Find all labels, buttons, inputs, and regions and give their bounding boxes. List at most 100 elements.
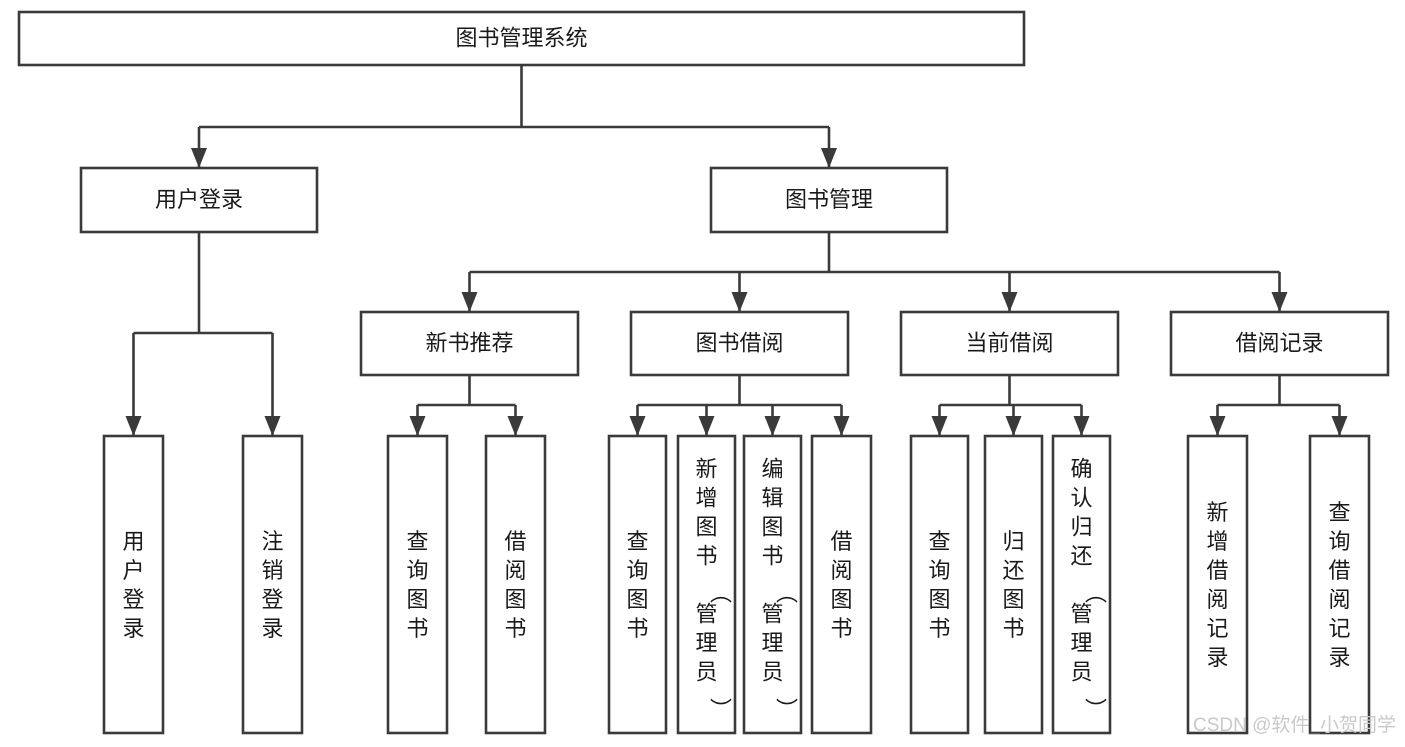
level2-node-1-rect[interactable] bbox=[709, 166, 949, 234]
root-node[interactable]: 图书管理系统 bbox=[17, 10, 1026, 67]
level2-node-0[interactable]: 用户登录 bbox=[79, 166, 319, 234]
leaf-node-1-char-3: 录 bbox=[261, 616, 283, 641]
level3-2-to-leaves-arrow-2 bbox=[1073, 416, 1090, 436]
level3-node-1[interactable]: 图书借阅 bbox=[629, 310, 850, 377]
leaf-node-10-char-7: 员 bbox=[1070, 660, 1092, 685]
leaf-node-10-char-6: 理 bbox=[1070, 631, 1092, 656]
leaf-node-2-char-0: 查 bbox=[406, 529, 428, 554]
leaf-node-3-char-0: 借 bbox=[504, 529, 526, 554]
book-mgmt-to-level3-arrow-2 bbox=[1001, 292, 1018, 312]
leaf-node-11-char-2: 借 bbox=[1206, 558, 1228, 583]
leaf-node-9-char-1: 还 bbox=[1002, 558, 1024, 583]
leaf-node-11-rect[interactable] bbox=[1186, 434, 1249, 735]
level3-1-to-leaves-arrow-1 bbox=[698, 416, 715, 436]
leaf-node-6-rect[interactable] bbox=[742, 434, 803, 735]
leaf-node-6-char-7: 员 bbox=[761, 660, 783, 685]
leaf-node-10-char-8: ） bbox=[1083, 698, 1108, 720]
leaf-node-12-char-0: 查 bbox=[1328, 500, 1350, 525]
leaf-node-9-char-3: 书 bbox=[1002, 616, 1024, 641]
leaf-node-0-char-1: 户 bbox=[122, 558, 144, 583]
leaf-node-9-rect[interactable] bbox=[983, 434, 1044, 735]
leaf-node-7-char-1: 阅 bbox=[830, 558, 852, 583]
leaf-node-11-char-0: 新 bbox=[1206, 500, 1228, 525]
leaf-node-0-rect[interactable] bbox=[102, 434, 165, 735]
leaf-node-5-char-5: 管 bbox=[695, 602, 717, 627]
root-node-label: 图书管理系统 bbox=[455, 25, 587, 50]
leaf-node-2-rect[interactable] bbox=[386, 434, 449, 735]
level3-node-2-rect[interactable] bbox=[899, 310, 1120, 377]
connectors-layer bbox=[125, 65, 1348, 436]
level2-node-0-rect[interactable] bbox=[79, 166, 319, 234]
leaf-node-4-rect[interactable] bbox=[607, 434, 668, 735]
root-node-rect[interactable] bbox=[17, 10, 1026, 67]
leaf-node-6-char-4: （ bbox=[774, 582, 799, 604]
leaf-node-12-char-1: 询 bbox=[1328, 529, 1350, 554]
leaf-node-10-char-0: 确 bbox=[1070, 457, 1092, 482]
level2-node-0-label: 用户登录 bbox=[155, 187, 243, 212]
level3-node-0[interactable]: 新书推荐 bbox=[359, 310, 580, 377]
leaf-node-10-rect[interactable] bbox=[1051, 434, 1112, 735]
book-mgmt-to-level3-arrow-3 bbox=[1271, 292, 1288, 312]
leaf-node-10-char-3: 还 bbox=[1070, 544, 1092, 569]
level3-node-0-rect[interactable] bbox=[359, 310, 580, 377]
leaf-node-12-char-5: 录 bbox=[1328, 645, 1350, 670]
leaf-node-6-char-5: 管 bbox=[761, 602, 783, 627]
level3-node-3-rect[interactable] bbox=[1169, 310, 1390, 377]
leaf-node-12-rect[interactable] bbox=[1308, 434, 1371, 735]
leaf-node-3-rect[interactable] bbox=[484, 434, 547, 735]
leaf-node-4-char-2: 图 bbox=[626, 587, 648, 612]
level3-3-to-leaves-arrow-1 bbox=[1331, 416, 1348, 436]
leaf-node-12-char-3: 阅 bbox=[1328, 587, 1350, 612]
leaf-node-6-char-3: 书 bbox=[761, 544, 783, 569]
level2-node-1-label: 图书管理 bbox=[785, 187, 873, 212]
level3-node-3[interactable]: 借阅记录 bbox=[1169, 310, 1390, 377]
level3-2-to-leaves-arrow-1 bbox=[1005, 416, 1022, 436]
leaf-node-3-char-1: 阅 bbox=[504, 558, 526, 583]
leaf-node-7-char-2: 图 bbox=[830, 587, 852, 612]
leaf-node-4-char-0: 查 bbox=[626, 529, 648, 554]
leaf-node-9-char-2: 图 bbox=[1002, 587, 1024, 612]
leaf-node-10-char-5: 管 bbox=[1070, 602, 1092, 627]
leaf-node-5-char-3: 书 bbox=[695, 544, 717, 569]
leaf-node-8-rect[interactable] bbox=[909, 434, 970, 735]
leaf-node-5-char-4: （ bbox=[708, 582, 733, 604]
leaf-node-4-char-3: 书 bbox=[626, 616, 648, 641]
level3-node-1-rect[interactable] bbox=[629, 310, 850, 377]
leaf-node-5-rect[interactable] bbox=[676, 434, 737, 735]
nodes-layer: 图书管理系统用户登录图书管理新书推荐图书借阅当前借阅借阅记录用户登录注销登录查询… bbox=[17, 10, 1390, 735]
level3-0-to-leaves-arrow-0 bbox=[409, 416, 426, 436]
leaf-node-10-char-1: 认 bbox=[1070, 486, 1092, 511]
level3-node-2[interactable]: 当前借阅 bbox=[899, 310, 1120, 377]
level3-1-to-leaves-arrow-2 bbox=[764, 416, 781, 436]
leaf-node-5-char-8: ） bbox=[708, 698, 733, 720]
leaf-node-10-char-4: （ bbox=[1083, 582, 1108, 604]
leaf-node-3-char-2: 图 bbox=[504, 587, 526, 612]
leaf-node-6-char-6: 理 bbox=[761, 631, 783, 656]
leaf-node-11-char-3: 阅 bbox=[1206, 587, 1228, 612]
leaf-node-0-char-0: 用 bbox=[122, 529, 144, 554]
csdn-watermark: CSDN @软件_小贺同学 bbox=[1193, 714, 1396, 736]
leaf-node-1-char-1: 销 bbox=[261, 558, 283, 583]
leaf-node-0-char-3: 录 bbox=[122, 616, 144, 641]
level2-node-1[interactable]: 图书管理 bbox=[709, 166, 949, 234]
leaf-node-6-char-2: 图 bbox=[761, 515, 783, 540]
leaf-node-7-rect[interactable] bbox=[810, 434, 873, 735]
leaf-node-1-rect[interactable] bbox=[241, 434, 304, 735]
leaf-node-0[interactable]: 用户登录 bbox=[102, 434, 165, 735]
leaf-node-0-char-2: 登 bbox=[122, 587, 144, 612]
leaf-node-10-char-2: 归 bbox=[1070, 515, 1092, 540]
leaf-node-6-char-1: 辑 bbox=[761, 486, 783, 511]
